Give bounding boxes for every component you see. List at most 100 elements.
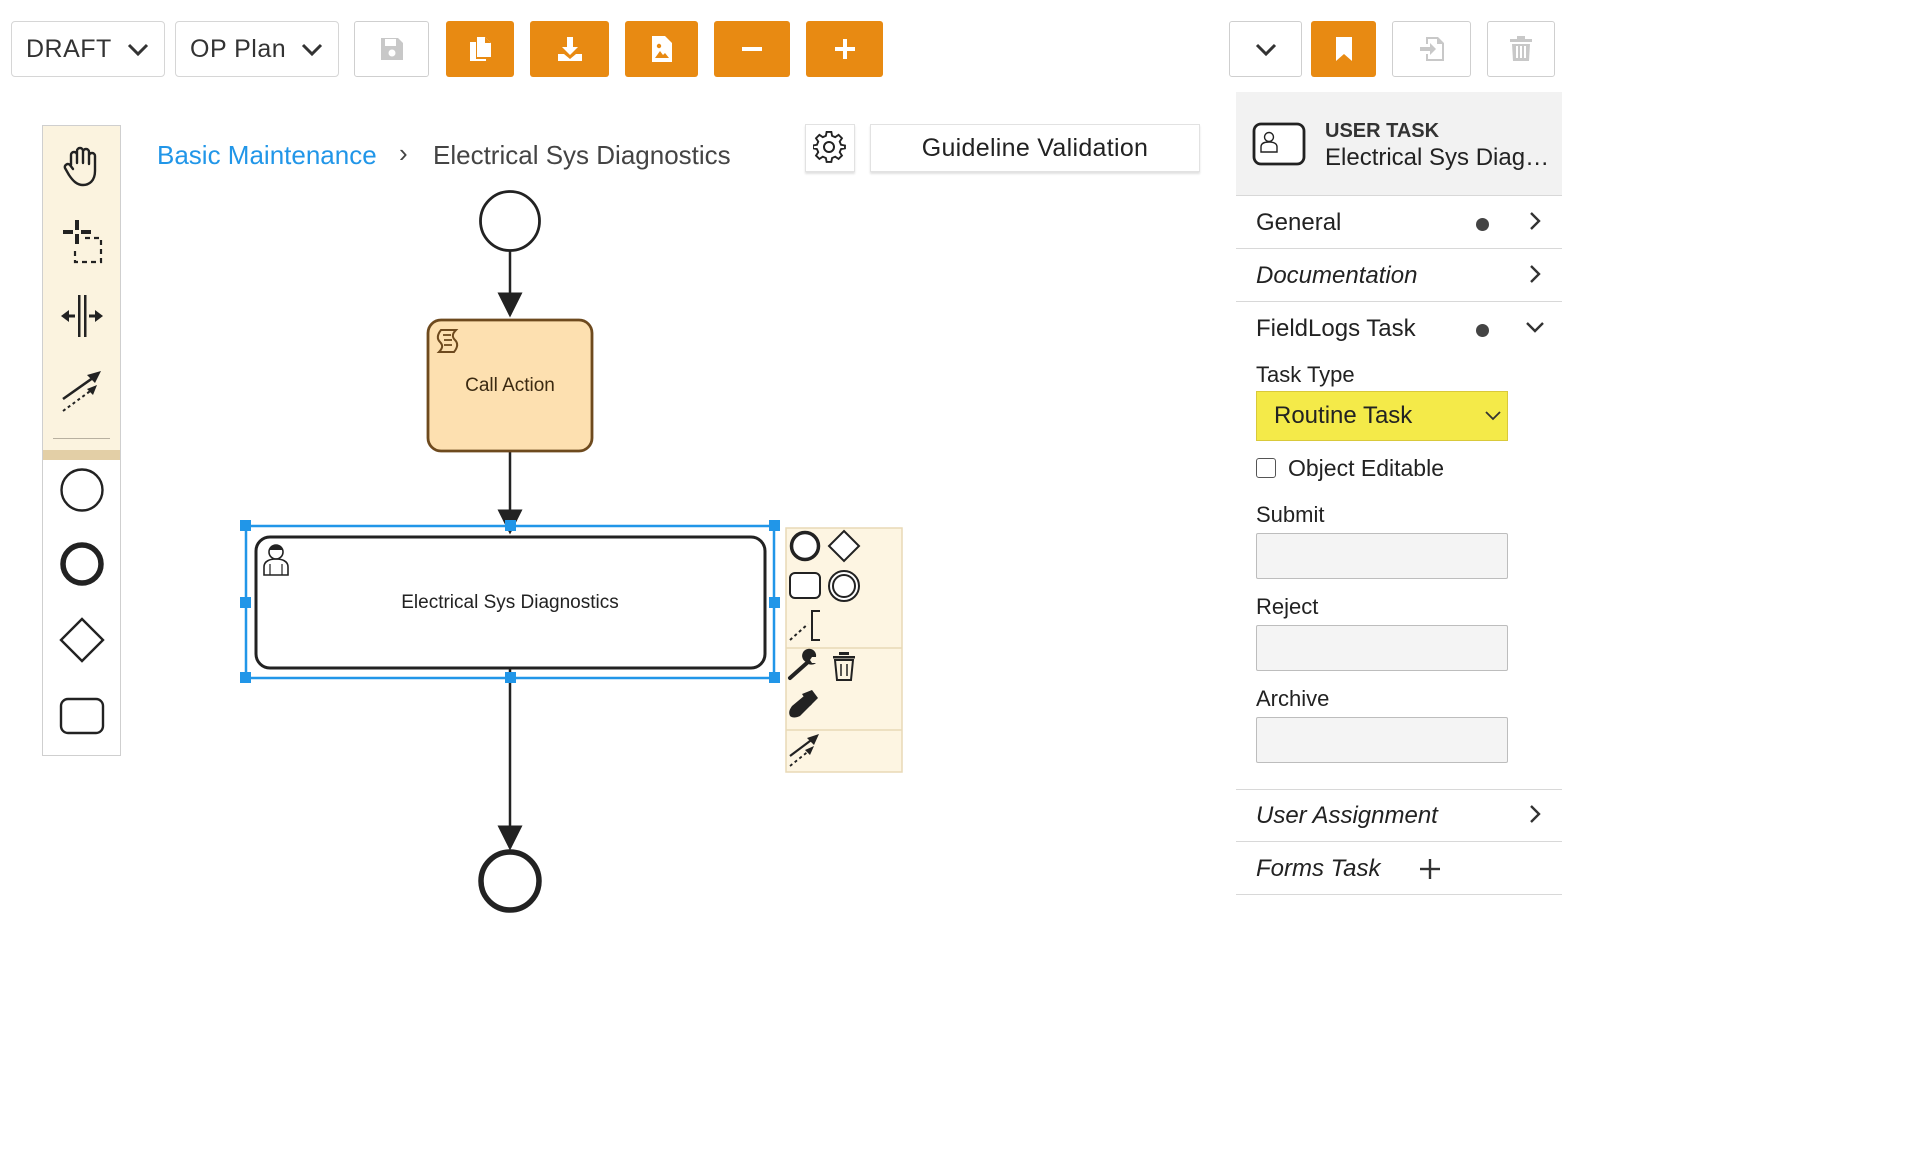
gateway-icon[interactable] [59, 617, 105, 663]
group-general[interactable]: General [1236, 197, 1562, 249]
plus-icon[interactable] [1419, 858, 1441, 880]
export-image-button[interactable] [625, 21, 698, 77]
resize-handle[interactable] [240, 597, 251, 608]
bookmark-button[interactable] [1311, 21, 1376, 77]
resize-handle[interactable] [505, 520, 516, 531]
breadcrumb-current: Electrical Sys Diagnostics [433, 140, 731, 170]
chevron-down-icon [1526, 322, 1544, 333]
lasso-tool-icon[interactable] [59, 218, 105, 264]
group-user-assignment[interactable]: User Assignment [1236, 790, 1562, 842]
paint-brush-icon[interactable] [789, 690, 818, 718]
text-annotation-icon[interactable] [789, 610, 820, 641]
group-label: Documentation [1256, 262, 1418, 289]
reject-label: Reject [1256, 594, 1319, 619]
save-icon [380, 38, 403, 60]
breadcrumb-parent-link[interactable]: Basic Maintenance [157, 140, 377, 170]
resize-handle[interactable] [769, 672, 780, 683]
status-dot [1476, 218, 1489, 231]
import-button[interactable] [1392, 21, 1471, 77]
end-event-icon[interactable] [59, 541, 105, 587]
task-type-label: Task Type [1256, 362, 1355, 387]
group-label: User Assignment [1256, 802, 1438, 829]
chevron-right-icon [1530, 212, 1541, 230]
resize-handle[interactable] [505, 672, 516, 683]
reject-input[interactable] [1256, 625, 1508, 671]
tool-palette [42, 125, 121, 756]
selected-user-task[interactable]: Electrical Sys Diagnostics [240, 520, 780, 683]
resize-handle[interactable] [769, 597, 780, 608]
plan-dropdown-value: OP Plan [190, 34, 287, 63]
duplicate-button[interactable] [446, 21, 514, 77]
task-type-select[interactable]: Routine Task [1256, 391, 1508, 441]
append-gateway-icon[interactable] [827, 529, 861, 563]
group-label: FieldLogs Task [1256, 315, 1416, 342]
save-button[interactable] [354, 21, 429, 77]
selected-task-label: Electrical Sys Diagnostics [401, 592, 619, 613]
context-pad [785, 527, 903, 773]
resize-handle[interactable] [240, 520, 251, 531]
resize-handle[interactable] [769, 520, 780, 531]
file-image-icon [651, 36, 672, 62]
connect-icon[interactable] [789, 734, 819, 767]
trash-icon[interactable] [833, 652, 855, 681]
gear-icon [813, 131, 846, 163]
group-fieldlogs-task[interactable]: FieldLogs Task [1236, 303, 1562, 355]
palette-tools-section [43, 126, 120, 460]
object-editable-checkbox[interactable] [1256, 458, 1276, 478]
chevron-right-icon [1530, 265, 1541, 283]
chevron-down-icon [1485, 411, 1501, 421]
breadcrumb-separator: › [399, 138, 408, 168]
zoom-in-button[interactable] [806, 21, 883, 77]
hand-tool-icon[interactable] [59, 143, 105, 189]
diagram-canvas[interactable]: Call Action Electrical Sys Diagnostics [0, 0, 1230, 952]
settings-button[interactable] [805, 124, 855, 172]
submit-label: Submit [1256, 502, 1325, 527]
archive-label: Archive [1256, 686, 1330, 711]
chevron-down-icon [301, 43, 323, 57]
user-task-icon [1252, 122, 1306, 166]
space-tool-icon[interactable] [59, 293, 105, 339]
status-dot [1476, 324, 1489, 337]
end-event[interactable] [478, 849, 542, 913]
element-type: USER TASK [1325, 120, 1440, 142]
group-forms-task[interactable]: Forms Task [1236, 843, 1562, 895]
append-end-event-icon[interactable] [789, 530, 821, 562]
script-icon [436, 329, 459, 353]
panel-divider [1236, 789, 1562, 790]
element-name: Electrical Sys Diag… [1325, 144, 1550, 171]
user-icon [263, 544, 289, 576]
bookmark-icon [1335, 37, 1352, 61]
trash-icon [1510, 36, 1532, 61]
task-icon[interactable] [59, 693, 105, 739]
more-dropdown-button[interactable] [1229, 21, 1302, 77]
start-event[interactable] [479, 190, 541, 252]
group-label: Forms Task [1256, 855, 1381, 882]
group-documentation[interactable]: Documentation [1236, 250, 1562, 302]
object-editable-label: Object Editable [1288, 455, 1444, 481]
palette-divider [53, 438, 110, 439]
status-dropdown-value: DRAFT [26, 34, 112, 63]
connect-tool-icon[interactable] [59, 367, 105, 413]
download-button[interactable] [530, 21, 609, 77]
call-action-label: Call Action [465, 375, 555, 396]
archive-input[interactable] [1256, 717, 1508, 763]
chevron-down-icon [1255, 43, 1276, 57]
submit-input[interactable] [1256, 533, 1508, 579]
wrench-icon[interactable] [788, 648, 817, 680]
delete-button[interactable] [1487, 21, 1555, 77]
guideline-validation-button[interactable]: Guideline Validation [870, 124, 1200, 172]
download-icon [557, 37, 582, 61]
append-task-icon[interactable] [789, 572, 821, 599]
append-intermediate-event-icon[interactable] [828, 570, 860, 602]
call-action-task[interactable]: Call Action [426, 318, 594, 453]
resize-handle[interactable] [240, 672, 251, 683]
status-dropdown[interactable]: DRAFT [11, 21, 165, 77]
plan-dropdown[interactable]: OP Plan [175, 21, 339, 77]
properties-header: USER TASK Electrical Sys Diag… [1236, 92, 1562, 196]
task-type-value: Routine Task [1274, 402, 1413, 429]
chevron-right-icon [1530, 805, 1541, 823]
zoom-out-button[interactable] [714, 21, 790, 77]
group-label: General [1256, 209, 1342, 236]
start-event-icon[interactable] [59, 467, 105, 513]
chevron-down-icon [127, 43, 149, 57]
